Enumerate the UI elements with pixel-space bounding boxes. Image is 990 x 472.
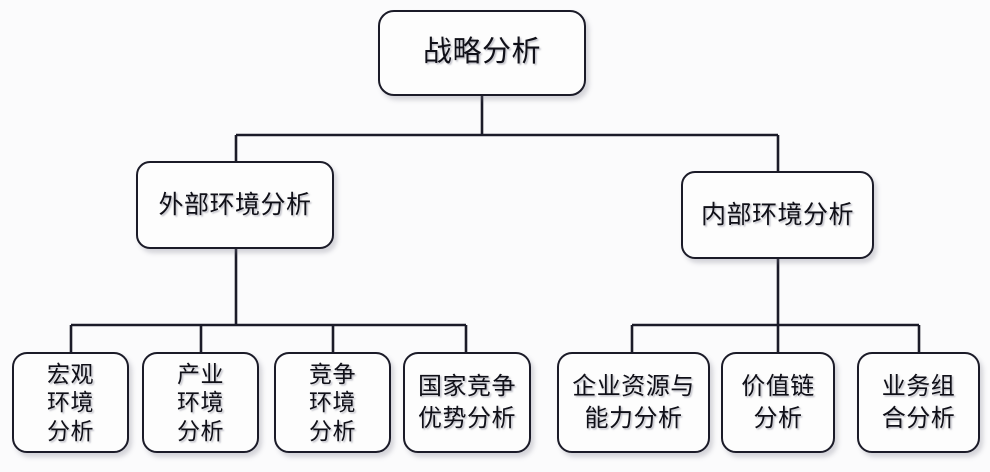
node-enterprise-resources-capability-analysis[interactable]: 企业资源与 能力分析 bbox=[557, 352, 710, 453]
node-industry-environment-analysis[interactable]: 产业 环境 分析 bbox=[142, 352, 259, 453]
node-label: 竞争 环境 分析 bbox=[309, 360, 356, 444]
node-label: 业务组 合分析 bbox=[881, 373, 956, 432]
node-label: 价值链 分析 bbox=[741, 373, 815, 432]
node-value-chain-analysis[interactable]: 价值链 分析 bbox=[721, 352, 835, 453]
node-national-competitive-advantage-analysis[interactable]: 国家竞争 优势分析 bbox=[403, 352, 531, 453]
node-label: 战略分析 bbox=[422, 36, 541, 69]
node-competitive-environment-analysis[interactable]: 竞争 环境 分析 bbox=[274, 352, 391, 453]
node-label: 企业资源与 能力分析 bbox=[572, 373, 695, 432]
node-external-environment-analysis[interactable]: 外部环境分析 bbox=[136, 161, 334, 249]
node-label: 国家竞争 优势分析 bbox=[418, 373, 516, 432]
node-label: 宏观 环境 分析 bbox=[47, 360, 94, 444]
node-root-strategy-analysis[interactable]: 战略分析 bbox=[378, 10, 586, 96]
node-label: 外部环境分析 bbox=[158, 190, 312, 219]
node-internal-environment-analysis[interactable]: 内部环境分析 bbox=[681, 171, 874, 259]
node-label: 内部环境分析 bbox=[700, 200, 854, 229]
node-macro-environment-analysis[interactable]: 宏观 环境 分析 bbox=[12, 352, 129, 453]
node-business-portfolio-analysis[interactable]: 业务组 合分析 bbox=[857, 352, 980, 453]
node-label: 产业 环境 分析 bbox=[177, 360, 224, 444]
